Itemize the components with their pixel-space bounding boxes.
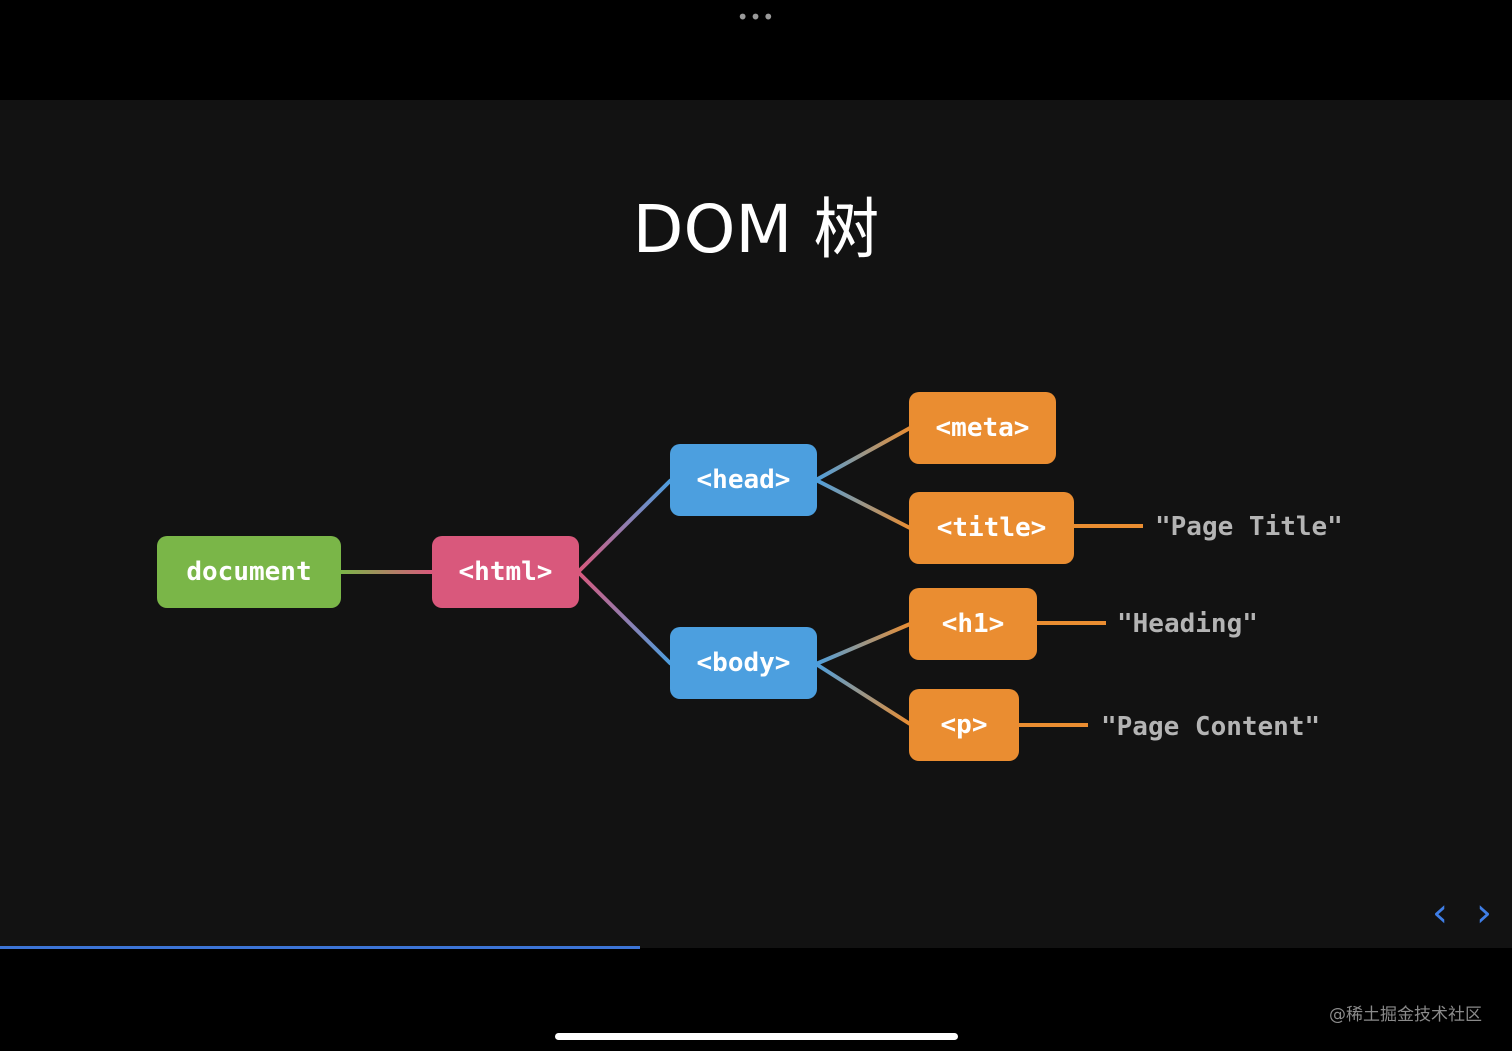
slide-progress-fill (0, 946, 640, 949)
node-p: <p> (909, 689, 1019, 761)
edge-html-head (576, 478, 673, 574)
text-node-page-content: "Page Content" (1101, 712, 1321, 742)
edge-head-title (815, 478, 911, 530)
edge-head-meta (815, 426, 911, 482)
text-node-page-title: "Page Title" (1155, 512, 1343, 542)
edge-html-body (576, 570, 673, 666)
next-slide-button[interactable]: › (1476, 890, 1492, 936)
node-head: <head> (670, 444, 817, 516)
node-html: <html> (432, 536, 579, 608)
home-indicator[interactable] (555, 1033, 958, 1040)
slide: DOM 树 (0, 100, 1512, 948)
edge-body-h1 (815, 622, 911, 666)
slide-progress-bar (0, 946, 1512, 949)
text-node-heading: "Heading" (1117, 609, 1258, 639)
node-document: document (157, 536, 341, 608)
watermark: @稀土掘金技术社区 (1329, 1005, 1482, 1025)
node-title: <title> (909, 492, 1074, 564)
node-body: <body> (670, 627, 817, 699)
prev-slide-button[interactable]: ‹ (1432, 890, 1448, 936)
window-menu-dots[interactable]: ••• (736, 5, 776, 29)
edge-body-p (814, 662, 912, 726)
slide-title: DOM 树 (632, 191, 880, 268)
node-meta: <meta> (909, 392, 1056, 464)
node-h1: <h1> (909, 588, 1037, 660)
